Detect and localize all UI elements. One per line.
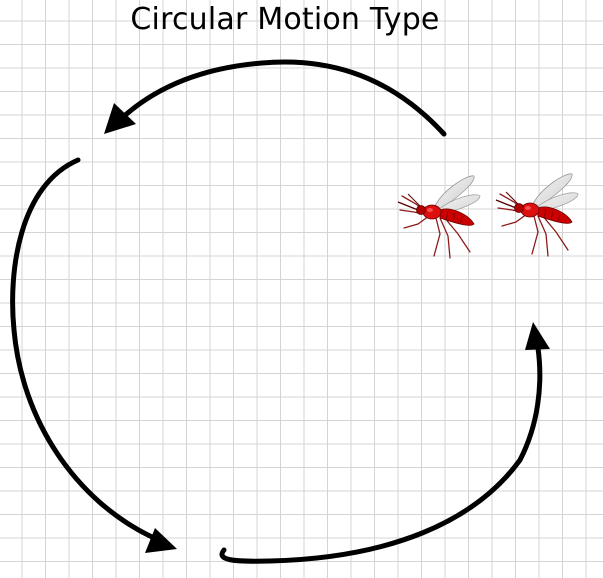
mosquito-icon — [495, 173, 579, 257]
motion-arrow-left — [10, 157, 155, 540]
arrowhead-left — [145, 528, 177, 553]
arrowhead-right — [525, 322, 550, 350]
diagram-title: Circular Motion Type — [130, 2, 440, 37]
motion-arrow-top — [119, 59, 447, 137]
mosquito-icon — [397, 175, 481, 259]
motion-arrow-right — [219, 345, 543, 564]
arrowhead-top — [104, 103, 136, 134]
